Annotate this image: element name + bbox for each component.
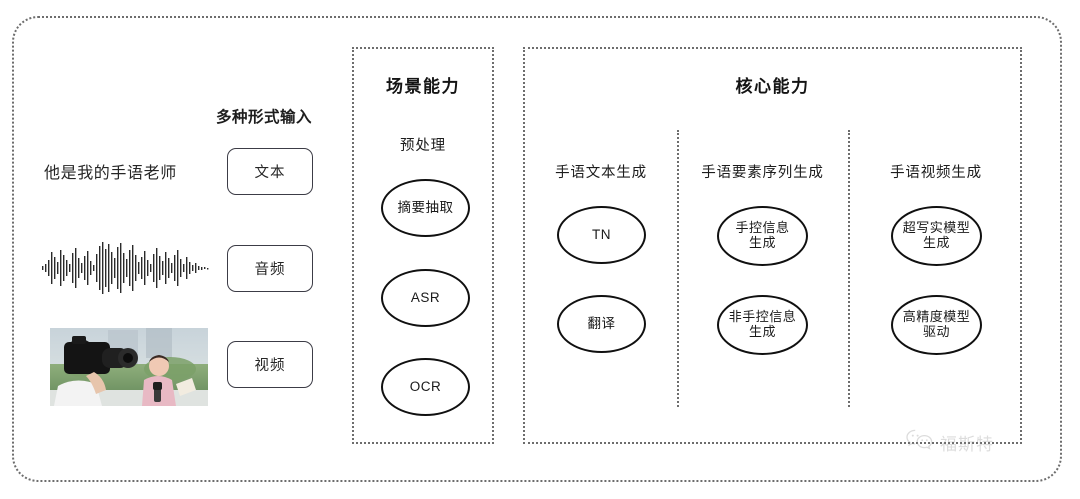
core-capability-panel: 核心能力 手语文本生成 手语要素序列生成 手语视频生成 TN 翻译 手控信息 生…	[523, 47, 1022, 444]
scene-panel-subheading: 预处理	[400, 138, 446, 154]
node-ocr[interactable]: OCR	[381, 358, 470, 416]
core-column-divider	[848, 130, 850, 407]
node-manual-information-generation[interactable]: 手控信息 生成	[717, 206, 808, 266]
modality-box-video[interactable]: 视频	[227, 341, 313, 388]
sample-input-text: 他是我的手语老师	[44, 165, 177, 182]
core-column-divider	[677, 130, 679, 407]
scene-panel-title: 场景能力	[386, 77, 460, 96]
node-label: OCR	[409, 379, 442, 395]
node-label: 翻译	[587, 316, 616, 332]
multi-input-heading: 多种形式输入	[216, 109, 313, 126]
core-column-heading-video-generation: 手语视频生成	[890, 165, 982, 181]
node-label: 高精度模型 驱动	[902, 309, 971, 339]
node-label: 超写实模型 生成	[902, 220, 971, 250]
node-summary-extraction[interactable]: 摘要抽取	[381, 179, 470, 237]
node-label: 非手控信息 生成	[728, 309, 797, 339]
node-label: 手控信息 生成	[735, 220, 790, 250]
modality-box-text[interactable]: 文本	[227, 148, 313, 195]
node-hyperrealistic-model-generation[interactable]: 超写实模型 生成	[891, 206, 982, 266]
modality-box-audio[interactable]: 音频	[227, 245, 313, 292]
node-translation[interactable]: 翻译	[557, 295, 646, 353]
node-label: 摘要抽取	[397, 200, 454, 216]
waveform-icon	[42, 238, 212, 298]
node-label: ASR	[410, 290, 441, 306]
scene-capability-panel: 场景能力 预处理 摘要抽取 ASR OCR	[352, 47, 494, 444]
core-panel-title: 核心能力	[735, 77, 810, 96]
video-thumbnail-icon	[50, 328, 208, 406]
node-asr[interactable]: ASR	[381, 269, 470, 327]
node-tn[interactable]: TN	[557, 206, 646, 264]
node-label: TN	[592, 227, 611, 243]
node-non-manual-information-generation[interactable]: 非手控信息 生成	[717, 295, 808, 355]
node-high-precision-model-driving[interactable]: 高精度模型 驱动	[891, 295, 982, 355]
core-column-heading-element-sequence: 手语要素序列生成	[701, 165, 824, 181]
diagram-outer-frame	[12, 16, 1062, 482]
core-column-heading-text-generation: 手语文本生成	[555, 165, 647, 181]
